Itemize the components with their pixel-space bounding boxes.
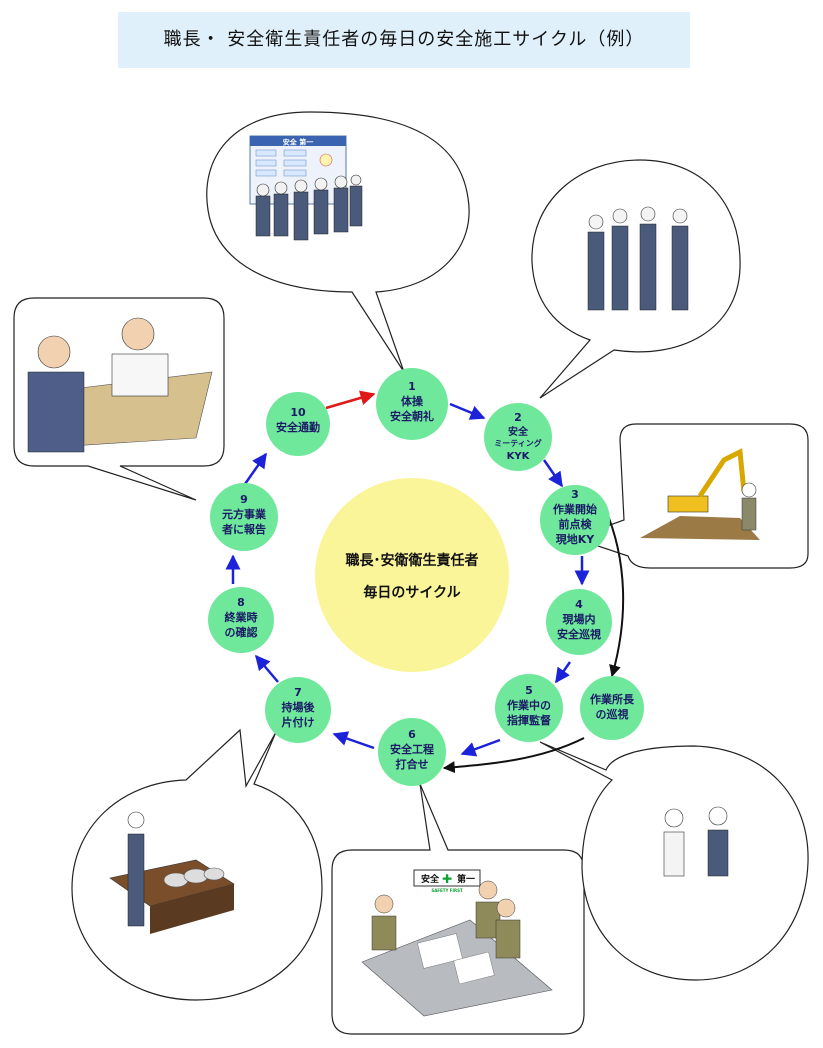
step-line: 安全 xyxy=(508,425,529,438)
step-line: 元方事業 xyxy=(222,507,267,521)
step-number: 10 xyxy=(290,406,306,419)
step-line: 体操 xyxy=(401,394,424,408)
arrow-5-to-6 xyxy=(460,738,501,757)
step-number: 6 xyxy=(408,728,416,741)
step-line: 指揮監督 xyxy=(507,713,551,727)
step-line: 安全工程 xyxy=(390,742,434,756)
step-node-7: 7 持場後 片付け xyxy=(265,677,331,743)
step-line: KYK xyxy=(507,451,531,462)
step-node-9: 9 元方事業 者に報告 xyxy=(210,483,278,551)
step-node-8: 8 終業時 の確認 xyxy=(208,587,274,653)
arrow-3-to-inspection xyxy=(603,505,625,678)
step-line: 持場後 xyxy=(282,700,316,714)
step-line: 安全巡視 xyxy=(557,627,601,641)
side-node-line: の巡視 xyxy=(596,707,629,721)
step-node-2: 2 安全 ミーティング KYK xyxy=(484,403,552,471)
bubble-process-meeting: 安全 ✚ 第一 SAFETY FIRST xyxy=(331,783,585,1035)
step-number: 8 xyxy=(237,596,245,609)
arrow-1-to-2 xyxy=(449,402,486,420)
bubble-morning-assembly: 安全 第一 xyxy=(206,111,470,373)
step-number: 4 xyxy=(575,598,583,611)
board-header-text: 安全 第一 xyxy=(283,138,313,147)
step-line: 打合せ xyxy=(396,757,429,771)
step-number: 7 xyxy=(294,686,302,699)
step-node-1: 1 体操 安全朝礼 xyxy=(376,368,448,440)
sign-right-text: 第一 xyxy=(457,873,475,885)
arrow-4-to-5 xyxy=(554,661,572,684)
bubble-pre-work-inspection xyxy=(572,423,809,569)
step-line: 者に報告 xyxy=(221,522,266,536)
step-node-4: 4 現場内 安全巡視 xyxy=(546,589,612,655)
arrow-9-to-10 xyxy=(243,452,268,485)
step-line: 安全通勤 xyxy=(276,420,320,434)
arrow-inspection-to-6 xyxy=(442,737,585,774)
arrow-7-to-8 xyxy=(255,654,279,683)
cycle-arrows xyxy=(225,390,625,774)
step-node-3: 3 作業開始 前点検 現地KY xyxy=(540,485,610,555)
step-line: 安全朝礼 xyxy=(390,409,434,423)
step-line: ミーティング xyxy=(494,438,542,448)
step-node-5: 5 作業中の 指揮監督 xyxy=(495,674,563,742)
step-line: 現場内 xyxy=(563,612,596,626)
arrow-10-to-1 xyxy=(325,390,376,410)
step-line: の確認 xyxy=(225,625,258,639)
step-line: 前点検 xyxy=(559,517,593,531)
step-number: 1 xyxy=(408,380,416,393)
center-label-line1: 職長･安衛衛生責任者 xyxy=(346,552,479,569)
side-node-line: 作業所長 xyxy=(590,692,635,706)
sign-sub-text: SAFETY FIRST xyxy=(431,888,463,893)
step-line: 終業時 xyxy=(225,610,258,624)
step-number: 5 xyxy=(525,684,533,697)
step-line: 現地KY xyxy=(556,532,596,546)
step-line: 作業開始 xyxy=(553,502,597,516)
arrow-6-to-7 xyxy=(332,731,375,750)
arrow-2-to-3 xyxy=(542,459,564,488)
title-box: 職長・ 安全衛生責任者の毎日の安全施工サイクル（例） xyxy=(118,12,690,68)
bubble-manager-report xyxy=(13,297,225,501)
step-number: 9 xyxy=(240,493,248,506)
bubble-supervision xyxy=(539,741,809,981)
step-number: 2 xyxy=(514,411,522,424)
diagram-title: 職長・ 安全衛生責任者の毎日の安全施工サイクル（例） xyxy=(163,29,645,50)
step-line: 作業中の xyxy=(507,698,551,712)
step-line: 片付け xyxy=(282,715,315,729)
center-label-line2: 毎日のサイクル xyxy=(363,584,460,601)
sign-cross-icon: ✚ xyxy=(442,872,452,886)
step-node-6: 6 安全工程 打合せ xyxy=(378,718,446,786)
step-number: 3 xyxy=(571,488,579,501)
site-manager-inspection-node: 作業所長 の巡視 xyxy=(580,676,644,740)
step-node-10: 10 安全通勤 xyxy=(266,392,330,456)
bubble-tidy-up xyxy=(71,728,323,1001)
sign-left-text: 安全 xyxy=(421,873,440,885)
bubble-safety-meeting xyxy=(531,159,741,399)
center-circle: 職長･安衛衛生責任者 毎日のサイクル xyxy=(315,478,509,672)
